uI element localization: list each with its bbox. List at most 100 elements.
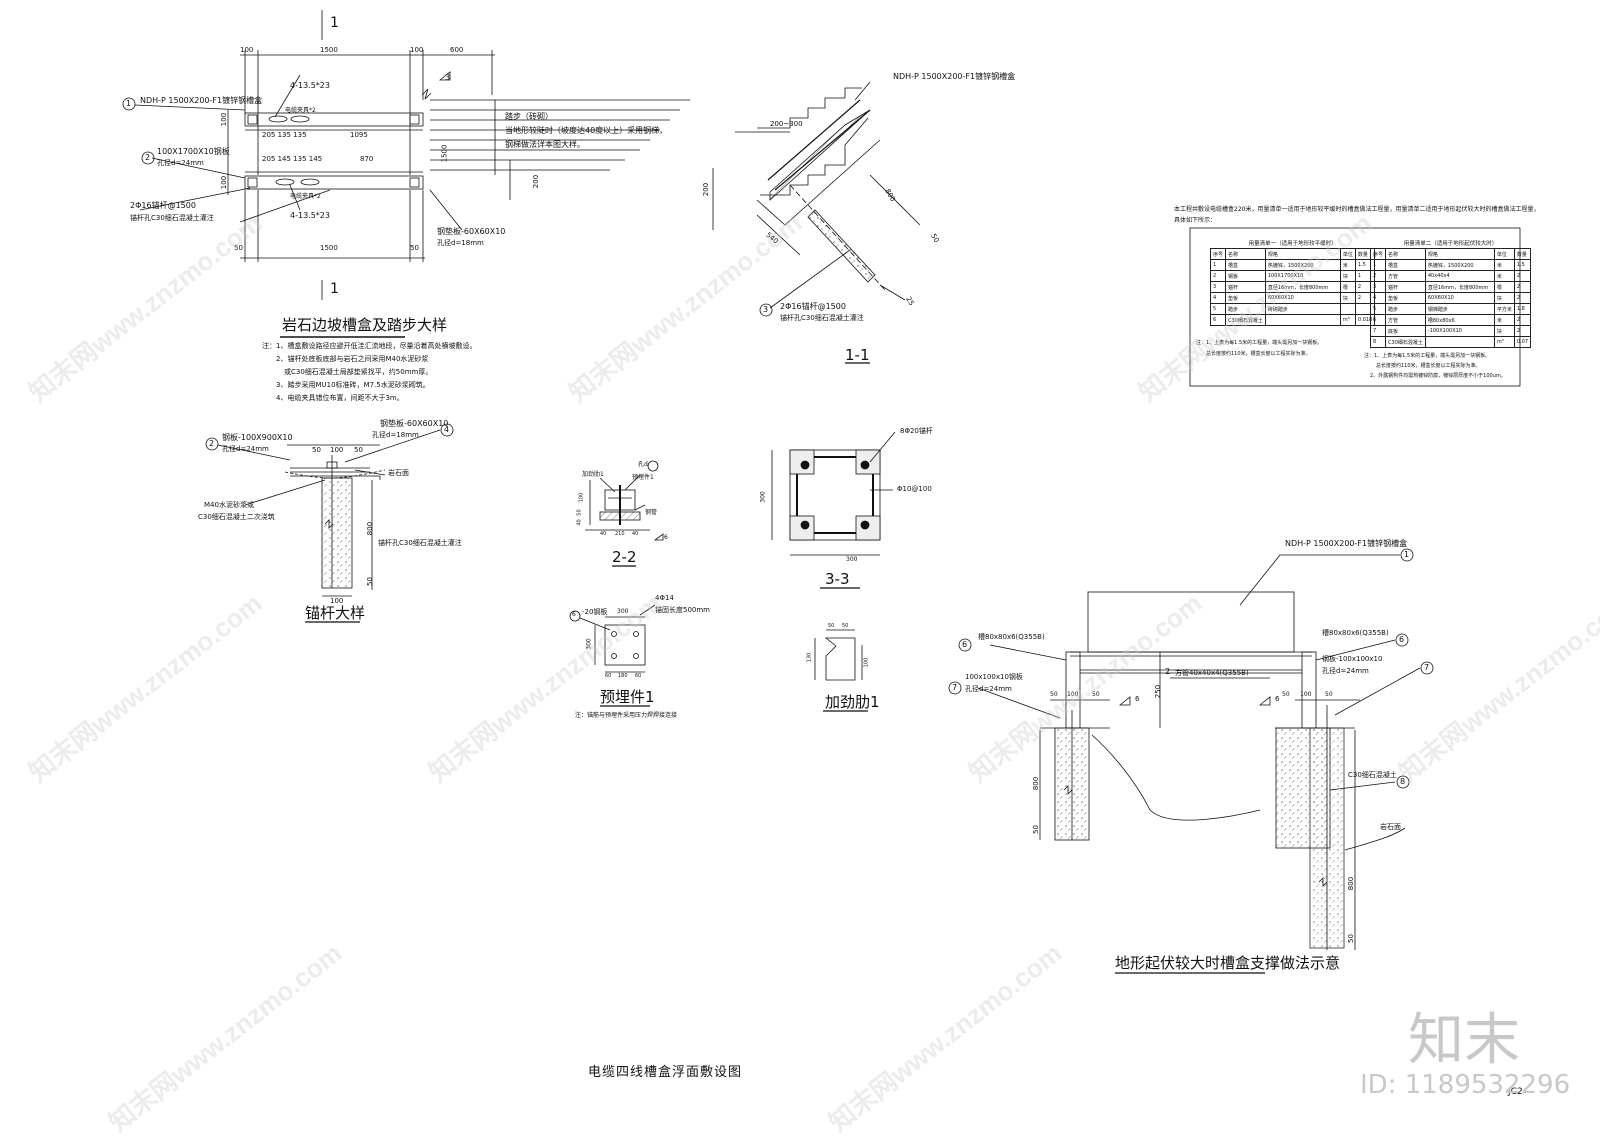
support-dim-r100: 100 [1300, 691, 1312, 698]
section-mark-1-top: 1 [330, 15, 339, 31]
step-note-2: 钢梯做法详本图大样。 [505, 140, 585, 149]
mark-1-text: 1 [126, 99, 132, 108]
rock-note-4: 3、踏步采用MU10标准砖，M7.5水泥砂浆砌筑。 [276, 381, 430, 389]
dim-row1: 205 135 135 [262, 131, 307, 139]
quantity-intro-2: 具体如下所示： [1174, 217, 1217, 224]
mark-2-text: 2 [145, 153, 151, 162]
support-dim-r50b: 50 [1325, 691, 1333, 698]
s33-dim-300v: 300 [759, 491, 767, 503]
anchor-mortar-1: M40水泥砂浆或 [204, 501, 254, 509]
dim-top-600: 600 [450, 46, 464, 54]
support-detail [948, 548, 1434, 974]
t1-h-2: 规格 [1264, 248, 1341, 260]
dim-left-100-b: 100 [220, 175, 229, 190]
dim-bottom-1500: 1500 [320, 244, 338, 252]
anchor-rock-face: 岩石面 [388, 469, 409, 477]
dim-row2: 205 145 135 145 [262, 155, 323, 163]
support-channel-right: 槽80x80x6(Q355B) [1322, 629, 1389, 637]
s22-pipe: 钢管 [645, 509, 658, 516]
plate-hole-label: 孔径d=24mm [157, 159, 204, 167]
rib-title: 加劲肋1 [825, 693, 880, 711]
t2-h-4: 数量 [1513, 248, 1532, 260]
s11-anchor-fill: 锚杆孔C30细石混凝土灌注 [780, 314, 864, 322]
s22-embed: 预埋件1 [632, 474, 654, 481]
dim-right-200: 200 [532, 174, 541, 189]
s11-dim-200: 200 [702, 182, 711, 197]
t1-h-0: 序号 [1209, 248, 1227, 260]
rib-dim-50a: 50 [828, 623, 835, 629]
support-dim-800-right: 800 [1347, 876, 1356, 891]
support-angle-left: 6 [1135, 695, 1140, 703]
table1-caption: 用量清单一（适用于地形较平缓时） [1248, 241, 1337, 247]
s11-tray-label: NDH-P 1500X200-F1镀锌钢槽盒 [893, 72, 1016, 81]
support-mark-1: 1 [1404, 550, 1410, 559]
table2-header: 序号 名称 规格 单位 数量 [1369, 248, 1532, 260]
embed-anchor-len: 锚固长度500mm [655, 606, 710, 614]
support-plate-left: 100x100x10钢板 [965, 673, 1023, 681]
s22-vdim-40: 40 [576, 519, 583, 526]
s22-mark-6: 6 [664, 534, 668, 541]
anchor-mark-4: 4 [444, 425, 450, 434]
t2-h-0: 序号 [1369, 248, 1387, 260]
dim-row2-total: 870 [360, 155, 374, 163]
support-angle-right: 6 [1275, 695, 1280, 703]
rib-dim-100: 100 [863, 657, 870, 668]
quantity-intro-1: 本工程共敷设电缆槽盒220米，用量清单一适用于地形较平缓时的槽盒做法工程量，用量… [1174, 206, 1540, 213]
holes-bottom-label: 4-13.5*23 [290, 211, 330, 220]
t2-h-1: 名称 [1385, 248, 1426, 260]
support-concrete: C30细石混凝土 [1348, 771, 1397, 779]
rock-note-3: 或C30细石混凝土局部垫紧找平，约50mm厚。 [284, 368, 433, 376]
section-3-3 [771, 431, 896, 589]
s11-title: 1-1 [845, 346, 870, 364]
support-plate-right-hole: 孔径d=24mm [1322, 667, 1369, 675]
clamp-top-label: 电缆夹具*2 [285, 107, 316, 114]
page-number: JC2 [1508, 1087, 1523, 1097]
embed-part-detail [569, 604, 656, 707]
s22-vdim-100: 100 [578, 492, 585, 503]
support-plate-right: 钢板-100x100x10 [1322, 655, 1383, 663]
anchor-label: 2Φ16锚杆@1500 [130, 201, 196, 210]
s33-rebar: 8Φ20锚杆 [900, 427, 933, 435]
rock-note-1: 注：1、槽盒敷设路径应避开低洼汇流地段，尽量沿着高处横坡敷设。 [262, 342, 477, 350]
anchor-dim-50: 50 [365, 577, 374, 586]
support-mark-2: 2 [1165, 667, 1171, 676]
support-dim-250: 250 [1154, 684, 1163, 699]
anchor-dim-100: 100 [330, 446, 344, 454]
rock-note-2: 2、锚杆处底板底部与岩石之间采用M40水泥砂浆 [276, 355, 429, 363]
brand-logo: 知末 [1408, 1008, 1520, 1073]
table1-header: 序号 名称 规格 单位 数量 [1209, 248, 1376, 260]
s33-dim-300: 300 [846, 556, 858, 563]
embed-mark-6: 6 [572, 611, 576, 618]
embed-title: 预埋件1 [600, 688, 655, 706]
anchor-mark-2: 2 [209, 439, 215, 448]
dim-top-100-left: 100 [240, 46, 254, 54]
embed-dim-300v: 300 [585, 638, 593, 650]
rock-note-5: 4、电缆夹具错位布置，间距不大于3m。 [276, 394, 404, 402]
anchor-plate-label: 钢板-100X900X10 [222, 433, 293, 442]
support-mark-6-left: 6 [962, 640, 968, 649]
section-1-1 [712, 81, 921, 364]
step-note-1: 当地形较陡时（坡度达40度以上）采用钢梯， [505, 126, 668, 135]
anchor-dim-50-a: 50 [312, 446, 321, 454]
s33-stirrup: Φ10@100 [897, 485, 932, 493]
brand-id: ID: 1189532296 [1360, 1070, 1571, 1100]
rib-dim-130: 130 [806, 652, 813, 663]
support-mark-6-right: 6 [1399, 635, 1405, 644]
s33-title: 3-3 [825, 570, 850, 588]
anchor-title: 锚杆大样 [305, 604, 366, 622]
table2-note-2: 总长度按约110米，槽盒长度以工程实际为准。 [1376, 363, 1481, 369]
tray-label: NDH-P 1500X200-F1镀锌钢槽盒 [140, 96, 263, 105]
dim-top-100-right: 100 [410, 46, 424, 54]
table1-note-1: 注：1、上表为每1.5米的工程量，端头需另加一块钢板。 [1196, 340, 1323, 346]
